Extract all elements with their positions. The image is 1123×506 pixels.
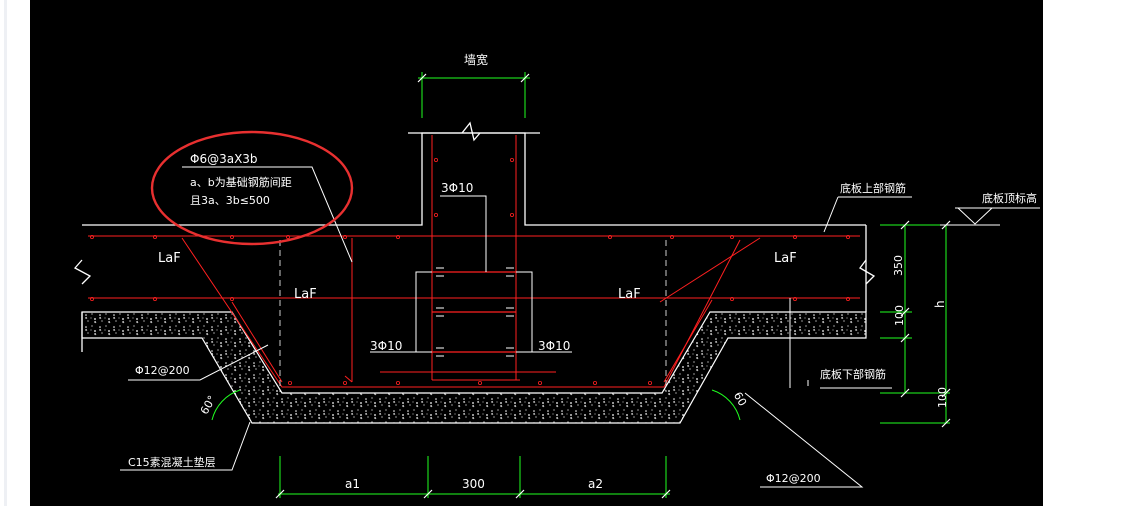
- column-stirrups: [380, 267, 556, 373]
- laf-label-2: LaF: [294, 287, 317, 302]
- laf-label-3: LaF: [618, 287, 641, 302]
- dimension-lines: [278, 72, 950, 498]
- leader-lines: [120, 166, 1040, 488]
- dim-h-label: h: [933, 300, 947, 308]
- top-rebar-label: 底板上部钢筋: [840, 181, 906, 195]
- stirrup-note-2: 且3a、3b≤500: [190, 194, 270, 207]
- dim-a2-label: a2: [588, 477, 603, 491]
- right-margin: [1043, 0, 1123, 506]
- dim-a1-label: a1: [345, 477, 360, 491]
- dashed-lines: [279, 240, 667, 392]
- slab-outline: [73, 121, 876, 352]
- angle-arcs: [211, 389, 741, 421]
- dim-350-label: 350: [892, 255, 905, 276]
- bottom-rebar-label: 底板下部钢筋: [820, 367, 886, 381]
- stirrup-note-1: a、b为基础钢筋间距: [190, 175, 292, 189]
- rebar-3phi10-right: 3Φ10: [538, 339, 570, 353]
- dimension-ticks: [275, 73, 951, 499]
- rebar-3phi10-left: 3Φ10: [370, 339, 402, 353]
- wall-width-label: 墙宽: [464, 52, 488, 67]
- phi12-right-label: Φ12@200: [766, 472, 821, 485]
- slab-top-elevation-label: 底板顶标高: [982, 191, 1037, 205]
- dim-300-label: 300: [462, 477, 485, 491]
- c15-pad-label: C15素混凝土垫层: [128, 455, 216, 469]
- laf-label-1: LaF: [158, 251, 181, 266]
- phi12-left-label: Φ12@200: [135, 364, 190, 377]
- annotation-circle: [150, 130, 354, 246]
- rebar-lines: [88, 135, 860, 388]
- concrete-pad: [81, 311, 867, 424]
- laf-label-4: LaF: [774, 251, 797, 266]
- dim-100-upper-label: 100: [893, 305, 906, 326]
- left-edge-bar: [4, 0, 7, 506]
- angle-right-label: 60: [731, 390, 749, 409]
- rebar-3phi10-top: 3Φ10: [441, 181, 473, 195]
- angle-left-label: 60°: [198, 393, 219, 416]
- left-margin: [0, 0, 30, 506]
- rebar-dots: [90, 157, 851, 385]
- stirrup-spec-label: Φ6@3aX3b: [190, 152, 258, 166]
- dim-100-lower-label: 100: [936, 387, 949, 408]
